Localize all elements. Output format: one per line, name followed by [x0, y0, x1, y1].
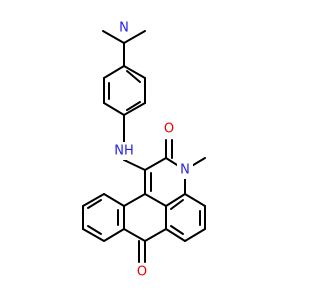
bond [144, 193, 167, 207]
ring-nitrogen-label: N [180, 163, 190, 178]
bond [165, 228, 186, 242]
bond [123, 228, 146, 242]
bond [103, 102, 125, 116]
bond [126, 70, 141, 83]
bond [165, 193, 186, 207]
atom-background [177, 161, 193, 179]
bond [170, 225, 184, 235]
bond [126, 101, 141, 111]
atom-labels-layer: N NH N O O [111, 19, 193, 281]
ketone-oxygen-label: O [137, 265, 147, 280]
bonds-layer [82, 30, 206, 263]
bond [184, 228, 206, 242]
atom-background [161, 120, 177, 138]
amine-nh-label: NH [114, 144, 134, 159]
bond [82, 228, 105, 242]
atom-background [134, 263, 150, 281]
bond [123, 30, 146, 44]
bond [184, 193, 206, 207]
dimethylamino-nitrogen-label: N [119, 21, 129, 36]
bond [144, 157, 167, 171]
bond [123, 159, 146, 171]
lactam-oxygen-label: O [164, 122, 174, 137]
bond [123, 102, 146, 116]
bond [144, 228, 167, 242]
bond [103, 228, 125, 242]
bond [170, 199, 184, 210]
bond [87, 225, 102, 235]
molecule-canvas: N NH N O O [82, 19, 206, 281]
bond [87, 199, 102, 209]
bond [103, 193, 125, 207]
bond [123, 65, 146, 79]
bond [82, 193, 105, 207]
bond [103, 65, 125, 79]
bond [102, 30, 125, 44]
atom-background [111, 142, 137, 160]
atom-background [116, 19, 132, 37]
structure-diagram: N NH N O O [82, 19, 206, 281]
bond [123, 193, 146, 207]
